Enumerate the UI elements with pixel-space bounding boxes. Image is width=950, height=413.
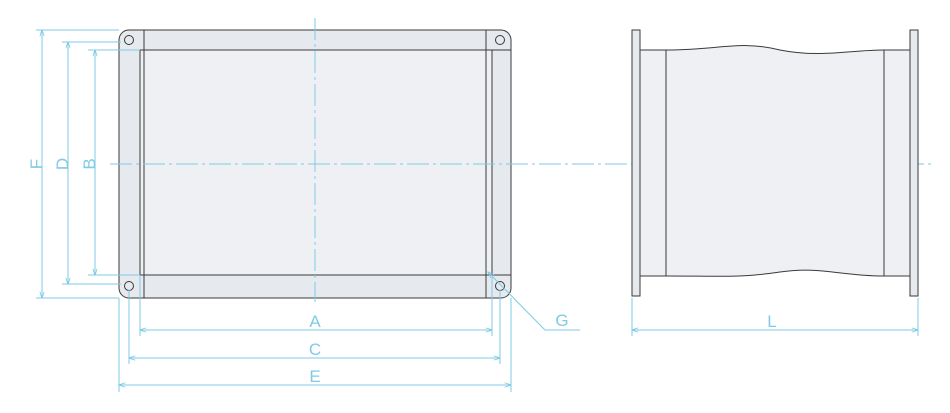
dimension-g-leader: [488, 272, 546, 331]
label-c: C: [309, 340, 321, 359]
label-d: D: [53, 158, 72, 170]
label-l: L: [767, 312, 776, 331]
duct-body: [639, 45, 911, 277]
inner-opening: [139, 49, 493, 276]
label-b: B: [80, 158, 99, 169]
label-f: F: [27, 159, 46, 169]
label-e: E: [309, 367, 320, 386]
bolt-hole-icon: [495, 35, 505, 45]
left-flange: [631, 29, 641, 297]
side-view: [631, 29, 919, 297]
bolt-hole-icon: [124, 35, 134, 45]
label-g: G: [555, 311, 568, 330]
right-flange: [909, 29, 919, 297]
label-a: A: [309, 312, 321, 331]
